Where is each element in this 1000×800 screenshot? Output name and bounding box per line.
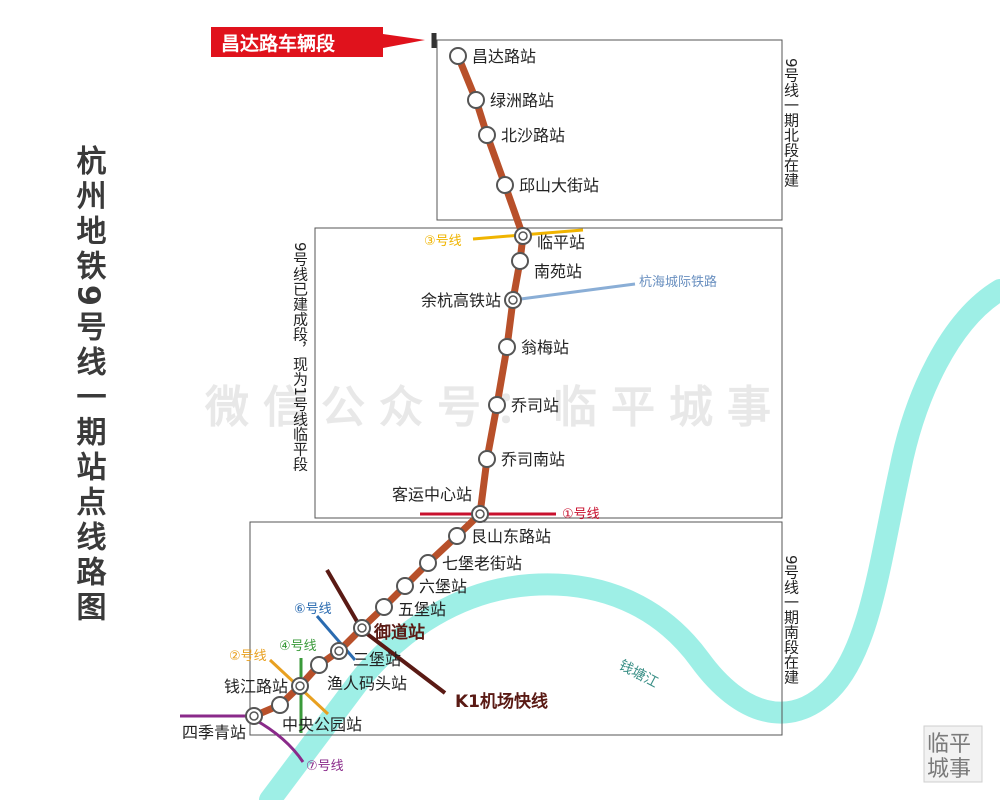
station: 南苑站 bbox=[511, 252, 582, 281]
station-label: 六堡站 bbox=[419, 577, 467, 596]
station: 客运中心站 bbox=[392, 485, 489, 523]
station: 御道站 bbox=[353, 619, 425, 643]
line-6 bbox=[315, 615, 357, 661]
station: 翁梅站 bbox=[498, 338, 569, 357]
station-marker bbox=[467, 91, 485, 109]
interchange-inner-ring bbox=[475, 509, 485, 519]
station-label: 南苑站 bbox=[534, 262, 582, 281]
depot-callout: 昌达路车辆段 bbox=[211, 27, 425, 57]
station: 临平站 bbox=[514, 227, 585, 252]
station: 北沙路站 bbox=[478, 126, 565, 145]
interchange-inner-ring bbox=[518, 231, 528, 241]
station-label: 邱山大街站 bbox=[519, 176, 599, 195]
line-2-label: ②号线 bbox=[229, 649, 267, 664]
station-label: 艮山东路站 bbox=[471, 527, 551, 546]
qiantang-river bbox=[259, 279, 1000, 800]
station-marker bbox=[310, 656, 328, 674]
logo-line-1: 临平 bbox=[927, 732, 971, 757]
middle-segment-box bbox=[314, 227, 783, 519]
station-marker bbox=[448, 527, 466, 545]
station: 七堡老街站 bbox=[419, 554, 522, 573]
station-label: 四季青站 bbox=[182, 723, 246, 742]
station-label: 乔司站 bbox=[511, 396, 559, 415]
station-marker bbox=[478, 450, 496, 468]
station-label: 翁梅站 bbox=[521, 338, 569, 357]
logo-line-2: 城事 bbox=[927, 757, 971, 782]
hanghai-railway bbox=[512, 282, 636, 302]
station-marker bbox=[496, 176, 514, 194]
depot-label: 昌达路车辆段 bbox=[221, 32, 336, 55]
station-label: 七堡老街站 bbox=[442, 554, 522, 573]
depot-label-box bbox=[211, 27, 383, 57]
logo: 临平 城事 bbox=[923, 725, 983, 783]
station-label: 五堡站 bbox=[398, 600, 446, 619]
station: 昌达路站 bbox=[449, 47, 536, 66]
station-label: 乔司南站 bbox=[501, 450, 565, 469]
station-label: 临平站 bbox=[537, 233, 585, 252]
interchange-inner-ring bbox=[508, 295, 518, 305]
station-label: 中央公园站 bbox=[282, 715, 362, 734]
station-label: 钱江路站 bbox=[224, 677, 288, 696]
south-segment-box bbox=[249, 521, 783, 736]
station-marker bbox=[498, 338, 516, 356]
line-1-label: ①号线 bbox=[562, 507, 600, 522]
station-marker bbox=[478, 126, 496, 144]
station: 邱山大街站 bbox=[496, 176, 599, 195]
station: 渔人码头站 bbox=[310, 656, 407, 693]
station-marker bbox=[449, 47, 467, 65]
station-label: 御道站 bbox=[373, 622, 425, 643]
river-label: 钱塘江 bbox=[616, 657, 661, 691]
station-marker bbox=[511, 252, 529, 270]
depot-arrow bbox=[383, 34, 425, 48]
interchange-inner-ring bbox=[357, 623, 367, 633]
logo-box bbox=[923, 725, 983, 783]
station: 艮山东路站 bbox=[448, 527, 551, 546]
station: 中央公园站 bbox=[271, 696, 362, 734]
line-6-label: ⑥号线 bbox=[294, 602, 332, 617]
interchange-inner-ring bbox=[249, 711, 259, 721]
interchange-inner-ring bbox=[334, 646, 344, 656]
station-marker bbox=[488, 396, 506, 414]
line-3-label: ③号线 bbox=[424, 234, 462, 249]
station-marker bbox=[375, 598, 393, 616]
map-title: 杭州地铁9号线一期站点线路图 bbox=[71, 144, 107, 625]
station-label: 昌达路站 bbox=[472, 47, 536, 66]
station-label: 绿洲路站 bbox=[490, 91, 554, 110]
station-label: 北沙路站 bbox=[501, 126, 565, 145]
south-segment-label: 9号线一期南段在建 bbox=[782, 555, 800, 685]
station: 四季青站 bbox=[182, 707, 263, 742]
station: 五堡站 bbox=[375, 598, 446, 619]
station: 六堡站 bbox=[396, 577, 467, 596]
station: 绿洲路站 bbox=[467, 91, 554, 110]
station-label: 客运中心站 bbox=[392, 485, 472, 504]
station-marker bbox=[271, 696, 289, 714]
station: 乔司站 bbox=[488, 396, 559, 415]
north-segment-label: 9号线一期北段在建 bbox=[782, 58, 800, 188]
hanghai-label: 杭海城际铁路 bbox=[639, 274, 717, 290]
station-label: 余杭高铁站 bbox=[421, 291, 501, 310]
station-marker bbox=[419, 554, 437, 572]
station-label: 渔人码头站 bbox=[327, 674, 407, 693]
line-4-label: ④号线 bbox=[279, 639, 317, 654]
middle-segment-label: 9号线已建成段，现为1号线临平段 bbox=[291, 242, 309, 471]
line-7-label: ⑦号线 bbox=[306, 759, 344, 774]
interchange-inner-ring bbox=[295, 681, 305, 691]
station: 乔司南站 bbox=[478, 450, 565, 469]
station: 余杭高铁站 bbox=[421, 291, 522, 310]
station: 钱江路站 bbox=[224, 677, 309, 696]
station-label: 三堡站 bbox=[353, 650, 401, 669]
k1-label: K1机场快线 bbox=[455, 691, 548, 712]
north-segment-box bbox=[436, 39, 783, 221]
station-marker bbox=[396, 577, 414, 595]
stations-group: 昌达路站绿洲路站北沙路站邱山大街站临平站南苑站余杭高铁站翁梅站乔司站乔司南站客运… bbox=[182, 47, 599, 742]
station: 三堡站 bbox=[330, 642, 401, 669]
